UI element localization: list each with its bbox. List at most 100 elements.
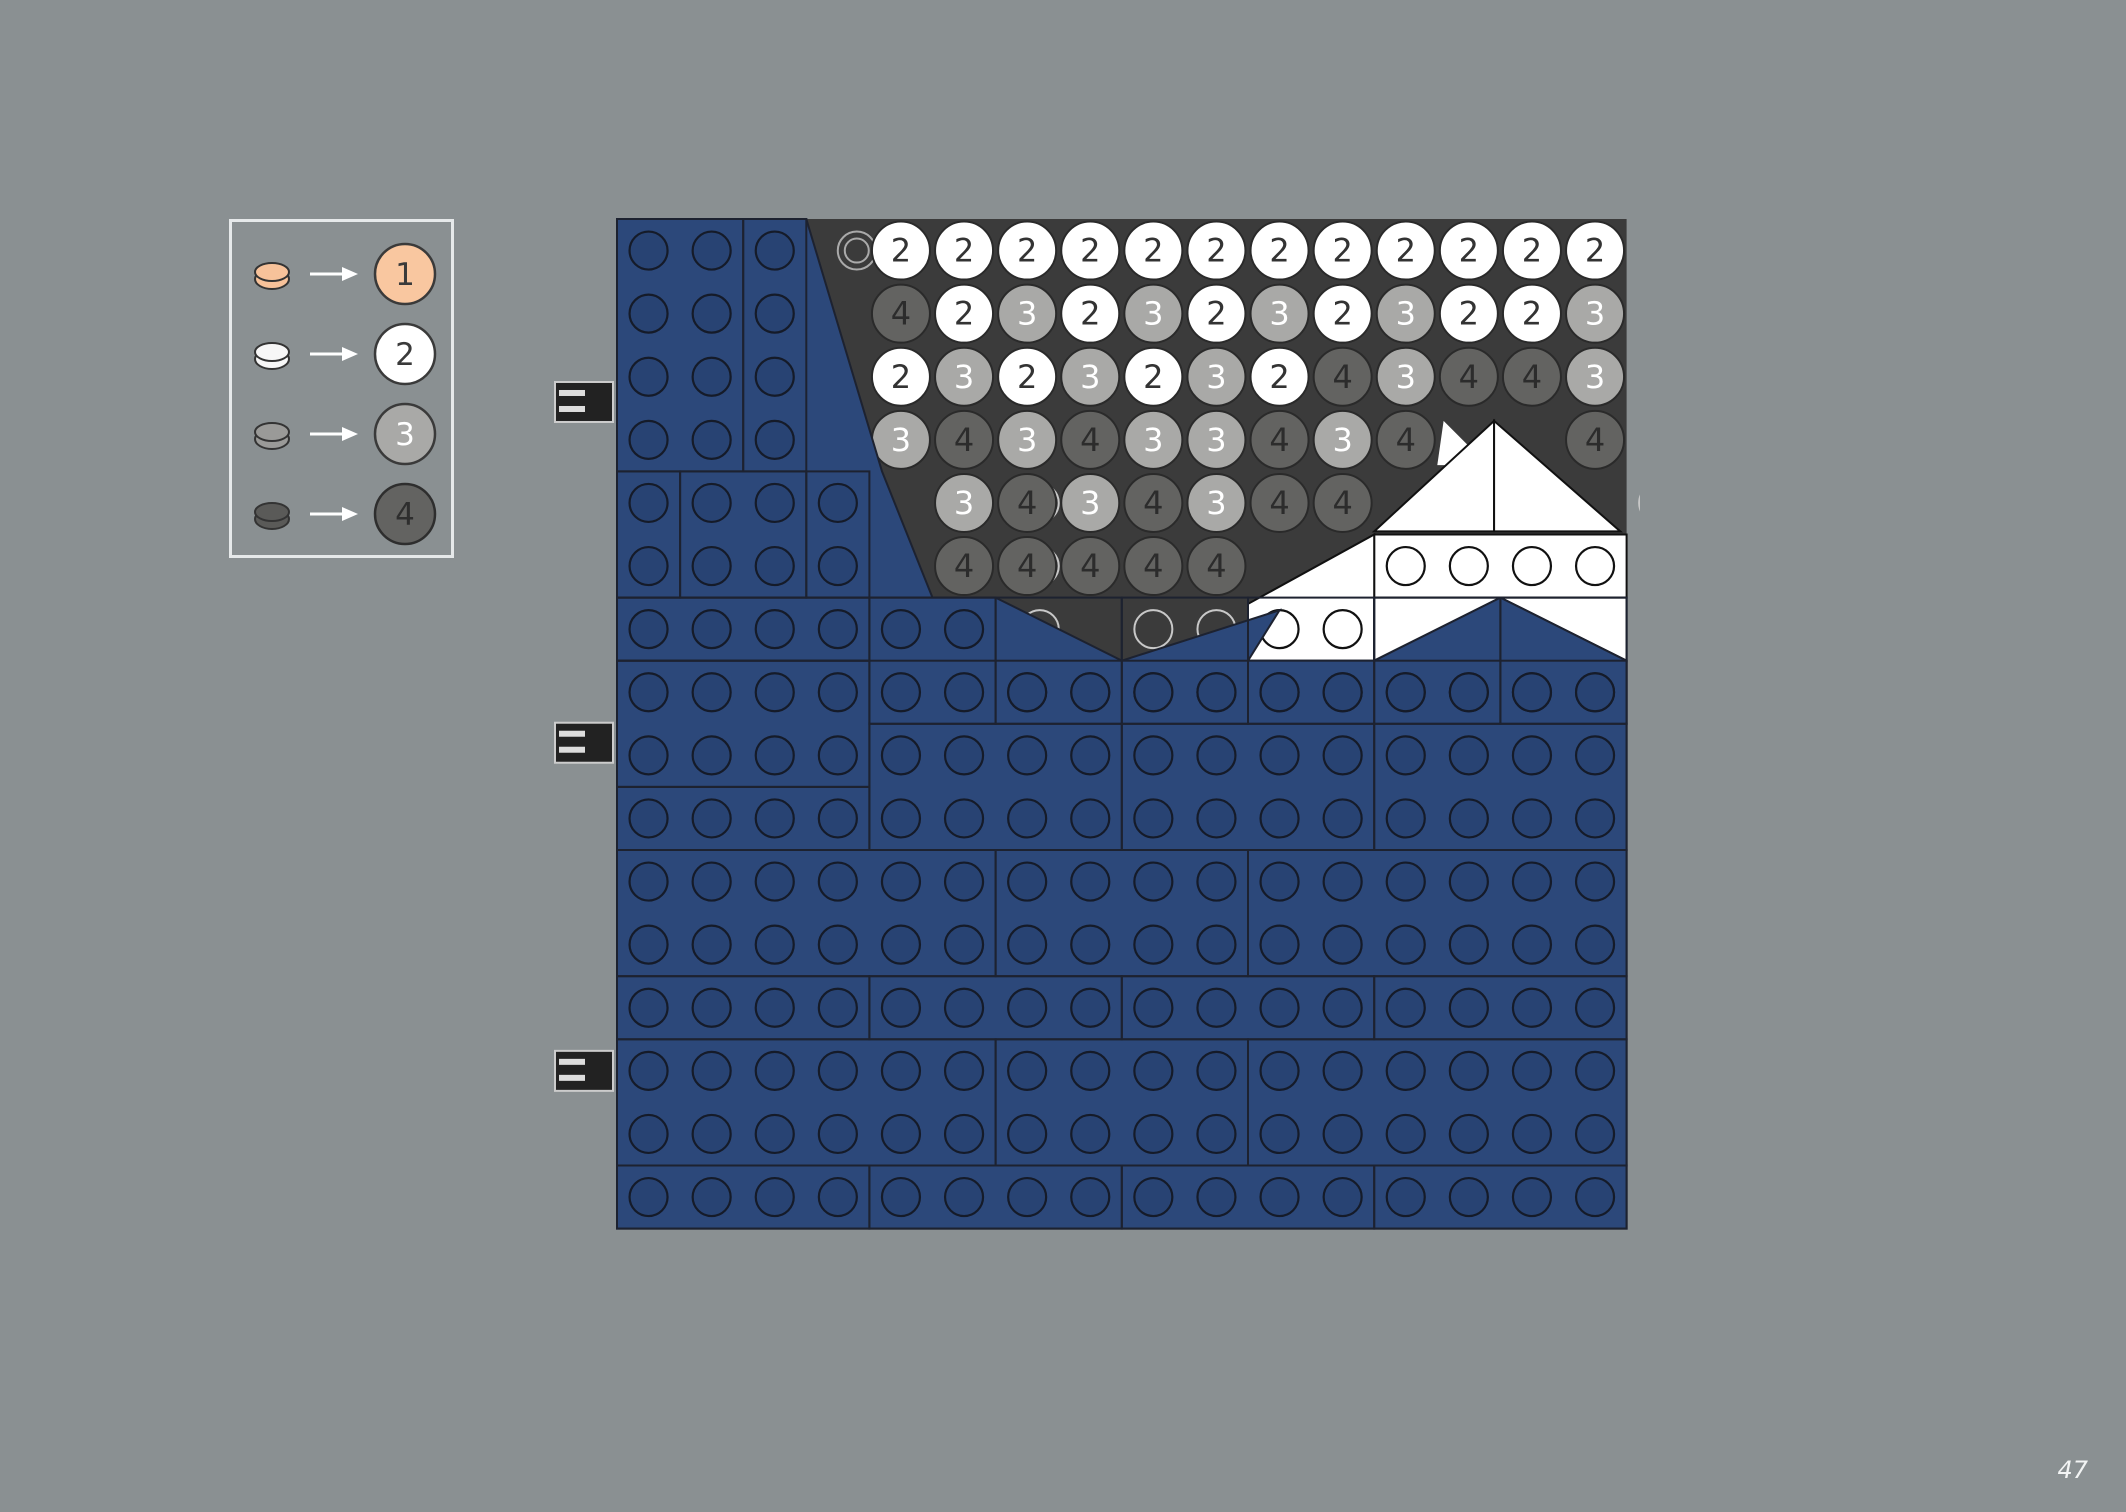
blue-stud — [1007, 798, 1048, 839]
blue-stud — [1070, 798, 1111, 839]
round-plate-disc — [1249, 409, 1310, 470]
blue-stud — [628, 861, 669, 902]
round-plate-disc — [997, 346, 1058, 407]
round-plate-number: 4 — [1017, 484, 1037, 522]
blue-stud — [943, 987, 985, 1028]
blue-stud — [754, 482, 795, 524]
round-plate-3: 3 — [870, 409, 931, 470]
blue-stud — [754, 987, 795, 1028]
clip-body — [554, 1049, 614, 1092]
hull-stud — [1574, 545, 1616, 587]
blue-stud — [1385, 672, 1426, 713]
edge-clip-icon — [554, 721, 614, 764]
blue-stud — [1007, 1050, 1048, 1091]
round-plate-4: 4 — [870, 283, 931, 344]
blue-stud — [817, 861, 858, 902]
blue-stud — [817, 1050, 858, 1091]
round-plate-disc — [1060, 409, 1121, 470]
round-plate-3: 3 — [997, 283, 1058, 344]
round-plate-4: 4 — [1060, 536, 1121, 597]
round-plate-disc — [934, 283, 995, 344]
blue-stud — [1385, 1113, 1426, 1155]
round-plate-disc — [1375, 220, 1436, 281]
round-plate-4: 4 — [1438, 346, 1499, 407]
legend-disc-1 — [373, 242, 437, 306]
round-plate-number: 2 — [1080, 295, 1100, 333]
round-plate-3: 3 — [1565, 283, 1626, 344]
round-plate-number: 4 — [1332, 484, 1352, 522]
round-plate-number: 2 — [1143, 358, 1163, 396]
round-plate-number: 3 — [1143, 295, 1163, 333]
blue-stud — [628, 1176, 669, 1218]
blue-stud — [1511, 798, 1553, 839]
round-plate-2: 2 — [1501, 283, 1562, 344]
round-plate-number: 4 — [1017, 547, 1037, 585]
round-plate-2: 2 — [1186, 220, 1247, 281]
blue-stud — [691, 545, 732, 587]
blue-stud — [1259, 735, 1300, 776]
blue-stud — [1574, 672, 1616, 713]
blue-stud — [691, 1113, 732, 1155]
round-plate-number: 4 — [1269, 484, 1289, 522]
round-plate-4: 4 — [1375, 409, 1436, 470]
blue-stud — [1385, 798, 1426, 839]
legend-number-3: 3 — [395, 417, 415, 453]
blue-stud — [1259, 861, 1300, 902]
legend-row-4: 4 — [254, 482, 437, 546]
clip-prong — [559, 1074, 585, 1081]
arrow-head-icon — [342, 267, 358, 281]
blue-stud — [1133, 1113, 1174, 1155]
blue-stud — [1070, 924, 1111, 965]
round-plate-number: 3 — [954, 484, 974, 522]
round-plate-disc — [1249, 283, 1310, 344]
round-plate-disc — [1249, 346, 1310, 407]
blue-stud — [628, 798, 669, 839]
round-plate-disc — [1565, 220, 1626, 281]
blue-stud — [1385, 1176, 1426, 1218]
blue-stud — [1385, 987, 1426, 1028]
round-plate-disc — [1375, 283, 1436, 344]
blue-stud — [628, 1113, 669, 1155]
round-plate-3: 3 — [1186, 346, 1247, 407]
blue-stud — [1133, 798, 1174, 839]
round-plate-number: 2 — [1332, 295, 1352, 333]
blue-stud — [1259, 798, 1300, 839]
round-plate-2: 2 — [1565, 220, 1626, 281]
blue-stud — [1322, 798, 1363, 839]
blue-stud — [817, 1176, 858, 1218]
blue-stud — [1448, 924, 1489, 965]
round-plate-disc — [934, 472, 995, 533]
blue-stud — [943, 924, 985, 965]
blue-stud — [628, 482, 669, 524]
blue-stud — [1448, 987, 1489, 1028]
blue-stud — [880, 1113, 922, 1155]
blue-stud — [754, 1050, 795, 1091]
blue-stud — [691, 1176, 732, 1218]
round-plate-disc — [1438, 220, 1499, 281]
round-plate-2: 2 — [934, 283, 995, 344]
round-plate-number: 2 — [954, 295, 974, 333]
round-plate-disc — [997, 283, 1058, 344]
round-plate-number: 3 — [1396, 358, 1416, 396]
blue-stud — [628, 924, 669, 965]
round-plate-number: 2 — [1206, 232, 1226, 270]
round-plate-number: 3 — [1017, 295, 1037, 333]
blue-stud — [1196, 861, 1237, 902]
blue-stud — [628, 672, 669, 713]
blue-stud — [691, 419, 732, 460]
round-plate-disc — [1501, 346, 1562, 407]
round-plate-disc — [1312, 220, 1373, 281]
blue-stud — [1196, 1113, 1237, 1155]
round-plate-2: 2 — [1249, 346, 1310, 407]
round-plate-number: 2 — [1017, 358, 1037, 396]
arrow-head-icon — [342, 427, 358, 441]
round-plate-2: 2 — [870, 346, 931, 407]
blue-stud — [1511, 1176, 1553, 1218]
blue-stud — [817, 609, 858, 650]
blue-stud — [691, 230, 732, 271]
round-plate-2: 2 — [1312, 220, 1373, 281]
blue-stud — [1196, 735, 1237, 776]
round-plate-disc — [1501, 220, 1562, 281]
blue-stud — [1448, 672, 1489, 713]
